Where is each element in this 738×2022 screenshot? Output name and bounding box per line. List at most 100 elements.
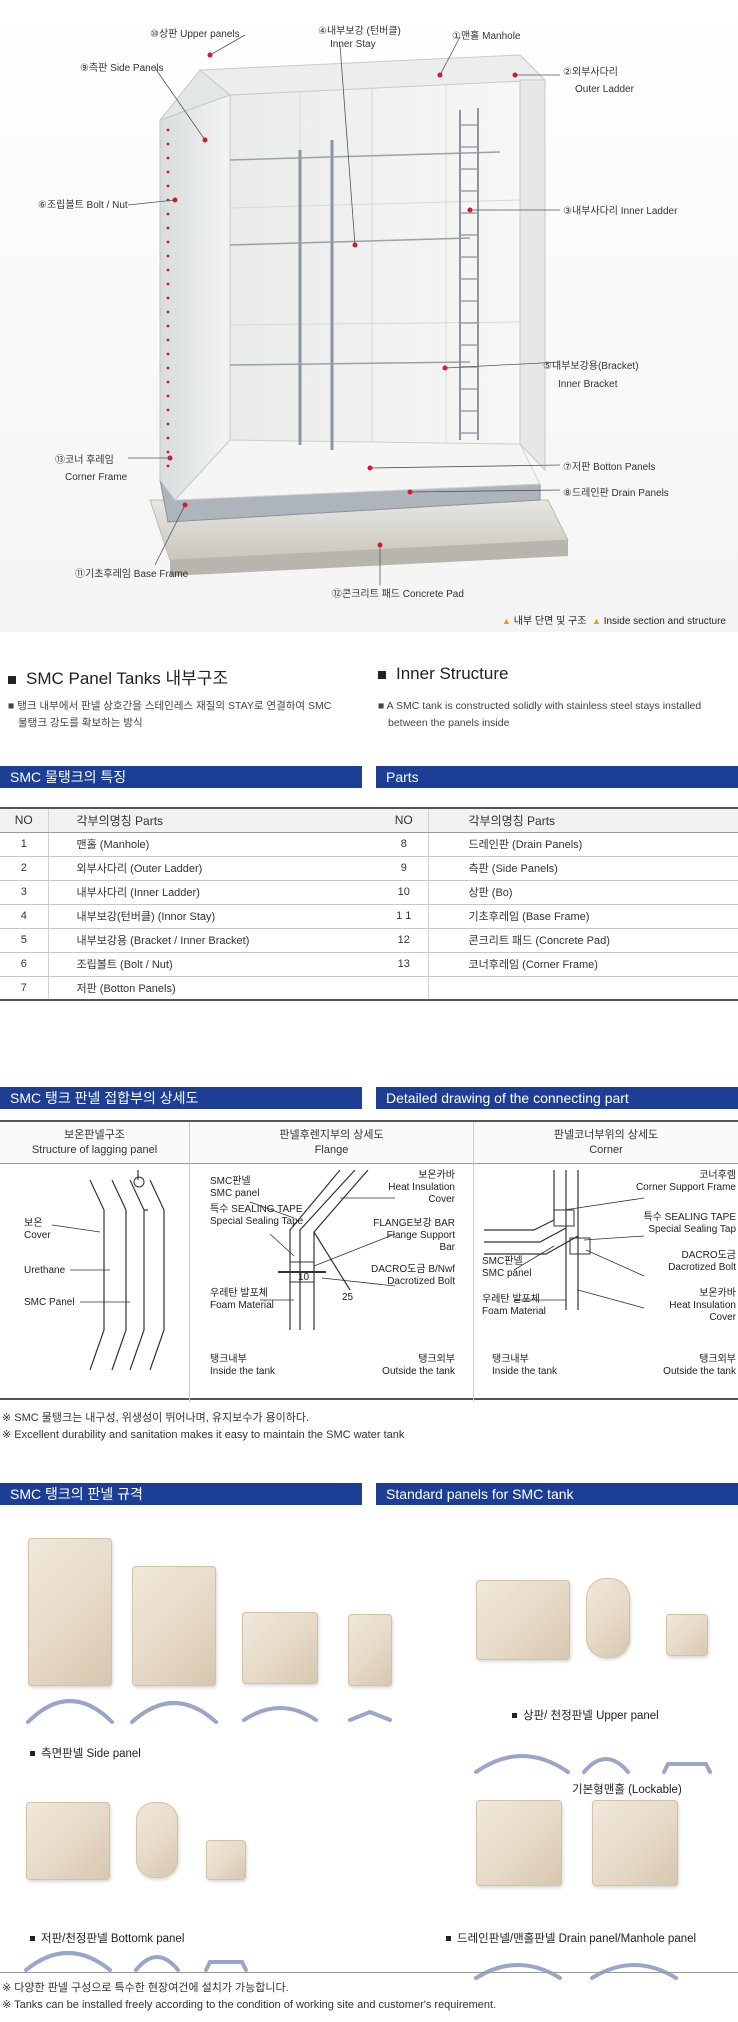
part-name-cell: 외부사다리 (Outer Ladder): [48, 856, 380, 881]
side-panel-image: [242, 1612, 318, 1684]
table-header-row: NO 각부의명칭 Parts NO 각부의명칭 Parts: [0, 808, 738, 833]
features-bar: SMC 물탱크의 특징: [0, 766, 362, 788]
bolt-dot: [166, 464, 170, 468]
part-number-cell: 9: [380, 856, 429, 881]
bolt-dot: [166, 450, 170, 454]
label-en: Heat Insulation: [388, 1182, 455, 1193]
bolt-dot: [166, 128, 170, 132]
side-panel-image: [28, 1538, 112, 1686]
label-en: Flange Support: [386, 1230, 455, 1241]
label-en: Inside the tank: [210, 1366, 276, 1377]
part-number-cell: [380, 976, 429, 1001]
inner-structure-desc-en: ■ A SMC tank is constructed solidly with…: [378, 698, 738, 732]
smc-panel-label: SMC Panel: [24, 1297, 75, 1308]
label-en: Dacrotized Bolt: [668, 1262, 736, 1273]
lagging-panel-graphic: [51, 1170, 165, 1371]
square-bullet-icon: [378, 670, 386, 679]
callout-drain-panels: ⑧드레인판 Drain Panels: [563, 488, 669, 499]
callout-bracket-en: Inner Bracket: [558, 379, 618, 390]
corner-inside-label: 탱크내부 Inside the tank: [492, 1354, 557, 1378]
part-number-cell: 1: [0, 832, 49, 857]
connecting-bar-en: Detailed drawing of the connecting part: [376, 1087, 738, 1109]
side-panel-label: 측면판넬 Side panel: [30, 1745, 141, 1761]
note-kr: ※ SMC 물탱크는 내구성, 위생성이 뛰어나며, 유지보수가 용이하다.: [2, 1412, 310, 1424]
head-en: Flange: [314, 1144, 349, 1156]
label-text: 측면판넬 Side panel: [41, 1748, 141, 1760]
drain-panel-label: 드레인판넬/맨홀판넬 Drain panel/Manhole panel: [446, 1930, 696, 1946]
side-panel-image: [348, 1614, 392, 1686]
label-en: Foam Material: [210, 1300, 274, 1311]
square-bullet-icon: [30, 1936, 35, 1942]
square-bullet-icon: [512, 1713, 517, 1719]
bolt-dot: [166, 170, 170, 174]
part-name-cell: 코너후레임 (Corner Frame): [427, 952, 738, 977]
part-number-cell: 10: [380, 880, 429, 905]
triangle-icon: ▲: [501, 616, 511, 626]
durability-note: ※ SMC 물탱크는 내구성, 위생성이 뛰어나며, 유지보수가 용이하다. ※…: [2, 1410, 404, 1444]
callout-corner-frame-en: Corner Frame: [65, 472, 128, 483]
part-name-cell: [427, 976, 738, 1001]
flange-inside-label: 탱크내부 Inside the tank: [210, 1354, 275, 1378]
callout-side-panels: ⑨측판 Side Panels: [80, 63, 164, 74]
part-number-cell: 1 1: [380, 904, 429, 929]
corner-drawing: 판넬코너부위의 상세도 Corner 코너후렘: [474, 1122, 738, 1402]
bottom-panel-image: [206, 1840, 246, 1880]
bolt-dot: [166, 226, 170, 230]
side-panel-image: [132, 1566, 216, 1686]
desc-line: 물탱크 강도를 확보하는 방식: [18, 717, 143, 729]
label-kr: 보온카바: [699, 1288, 736, 1299]
label-kr: 특수 SEALING TAPE: [643, 1212, 736, 1223]
label-en: SMC panel: [210, 1188, 260, 1199]
bolt-dot: [166, 184, 170, 188]
part-name-cell: 상판 (Bo): [427, 880, 738, 905]
hero-caption: ▲ 내부 단면 및 구조 ▲ Inside section and struct…: [502, 612, 726, 627]
upper-panel-image: [666, 1614, 708, 1656]
bolt-dot: [166, 156, 170, 160]
label-en: Heat Insulation: [669, 1300, 736, 1311]
part-name-cell: 내부사다리 (Inner Ladder): [48, 880, 380, 905]
part-name-cell: 저판 (Botton Panels): [48, 976, 380, 1001]
lockable-manhole-label: 기본형맨홀 (Lockable): [572, 1784, 682, 1796]
bolt-dot: [166, 352, 170, 356]
label-kr: SMC판넬: [210, 1176, 251, 1187]
panels-bar-kr: SMC 탱크의 판넬 규격: [0, 1483, 362, 1505]
label-kr: 탱크내부: [210, 1354, 247, 1365]
callout-bracket-kr: ⑤내부보강용(Bracket): [543, 361, 639, 372]
label-en: Outside the tank: [663, 1366, 736, 1377]
corner-cover-label: 보온카바 Heat Insulation Cover: [669, 1288, 736, 1324]
panel-profile-graphics: [24, 1699, 712, 1980]
bolt-dot: [166, 254, 170, 258]
bolt-dot: [166, 394, 170, 398]
lagging-panel-head: 보온판넬구조 Structure of lagging panel: [0, 1122, 189, 1164]
bottom-panel-image: [26, 1802, 110, 1880]
dimension-label: 25: [342, 1292, 354, 1303]
inner-structure-title-en: Inner Structure: [378, 664, 508, 684]
part-name-cell: 드레인판 (Drain Panels): [427, 832, 738, 857]
callout-bolt-nut: ⑥조립볼트 Bolt / Nut: [38, 200, 128, 211]
label-en: Corner Support Frame: [635, 1182, 736, 1193]
callout-inner-stay-en: Inner Stay: [330, 39, 376, 50]
label-en: Inside the tank: [492, 1366, 558, 1377]
tank-illustration-graphic: [127, 34, 569, 585]
desc-line: ■ A SMC tank is constructed solidly with…: [378, 700, 702, 712]
label-kr: DACRO도금 B/Nwf: [371, 1264, 455, 1275]
label-kr: 우레탄 발포체: [210, 1288, 268, 1299]
label-kr: 탱크외부: [699, 1354, 736, 1365]
parts-bar: Parts: [376, 766, 738, 788]
connecting-drawings: 보온판넬구조 Structure of lagging panel 보온 Cov…: [0, 1120, 738, 1402]
bolt-dot: [166, 436, 170, 440]
bolt-dot: [166, 212, 170, 216]
title-text: Inner Structure: [396, 664, 509, 683]
corner-smc-label: SMC판넬 SMC panel: [482, 1256, 531, 1280]
head-en: Structure of lagging panel: [31, 1144, 158, 1156]
header-no: NO: [380, 808, 429, 833]
flange-foam-label: 우레탄 발포체 Foam Material: [210, 1288, 274, 1312]
callout-outer-ladder-en: Outer Ladder: [575, 84, 634, 95]
lagging-panel-drawing: 보온판넬구조 Structure of lagging panel 보온 Cov…: [0, 1122, 190, 1402]
dimension-label: 10: [298, 1272, 310, 1283]
panels-bar-en: Standard panels for SMC tank: [376, 1483, 738, 1505]
label-kr: 탱크내부: [492, 1354, 529, 1365]
